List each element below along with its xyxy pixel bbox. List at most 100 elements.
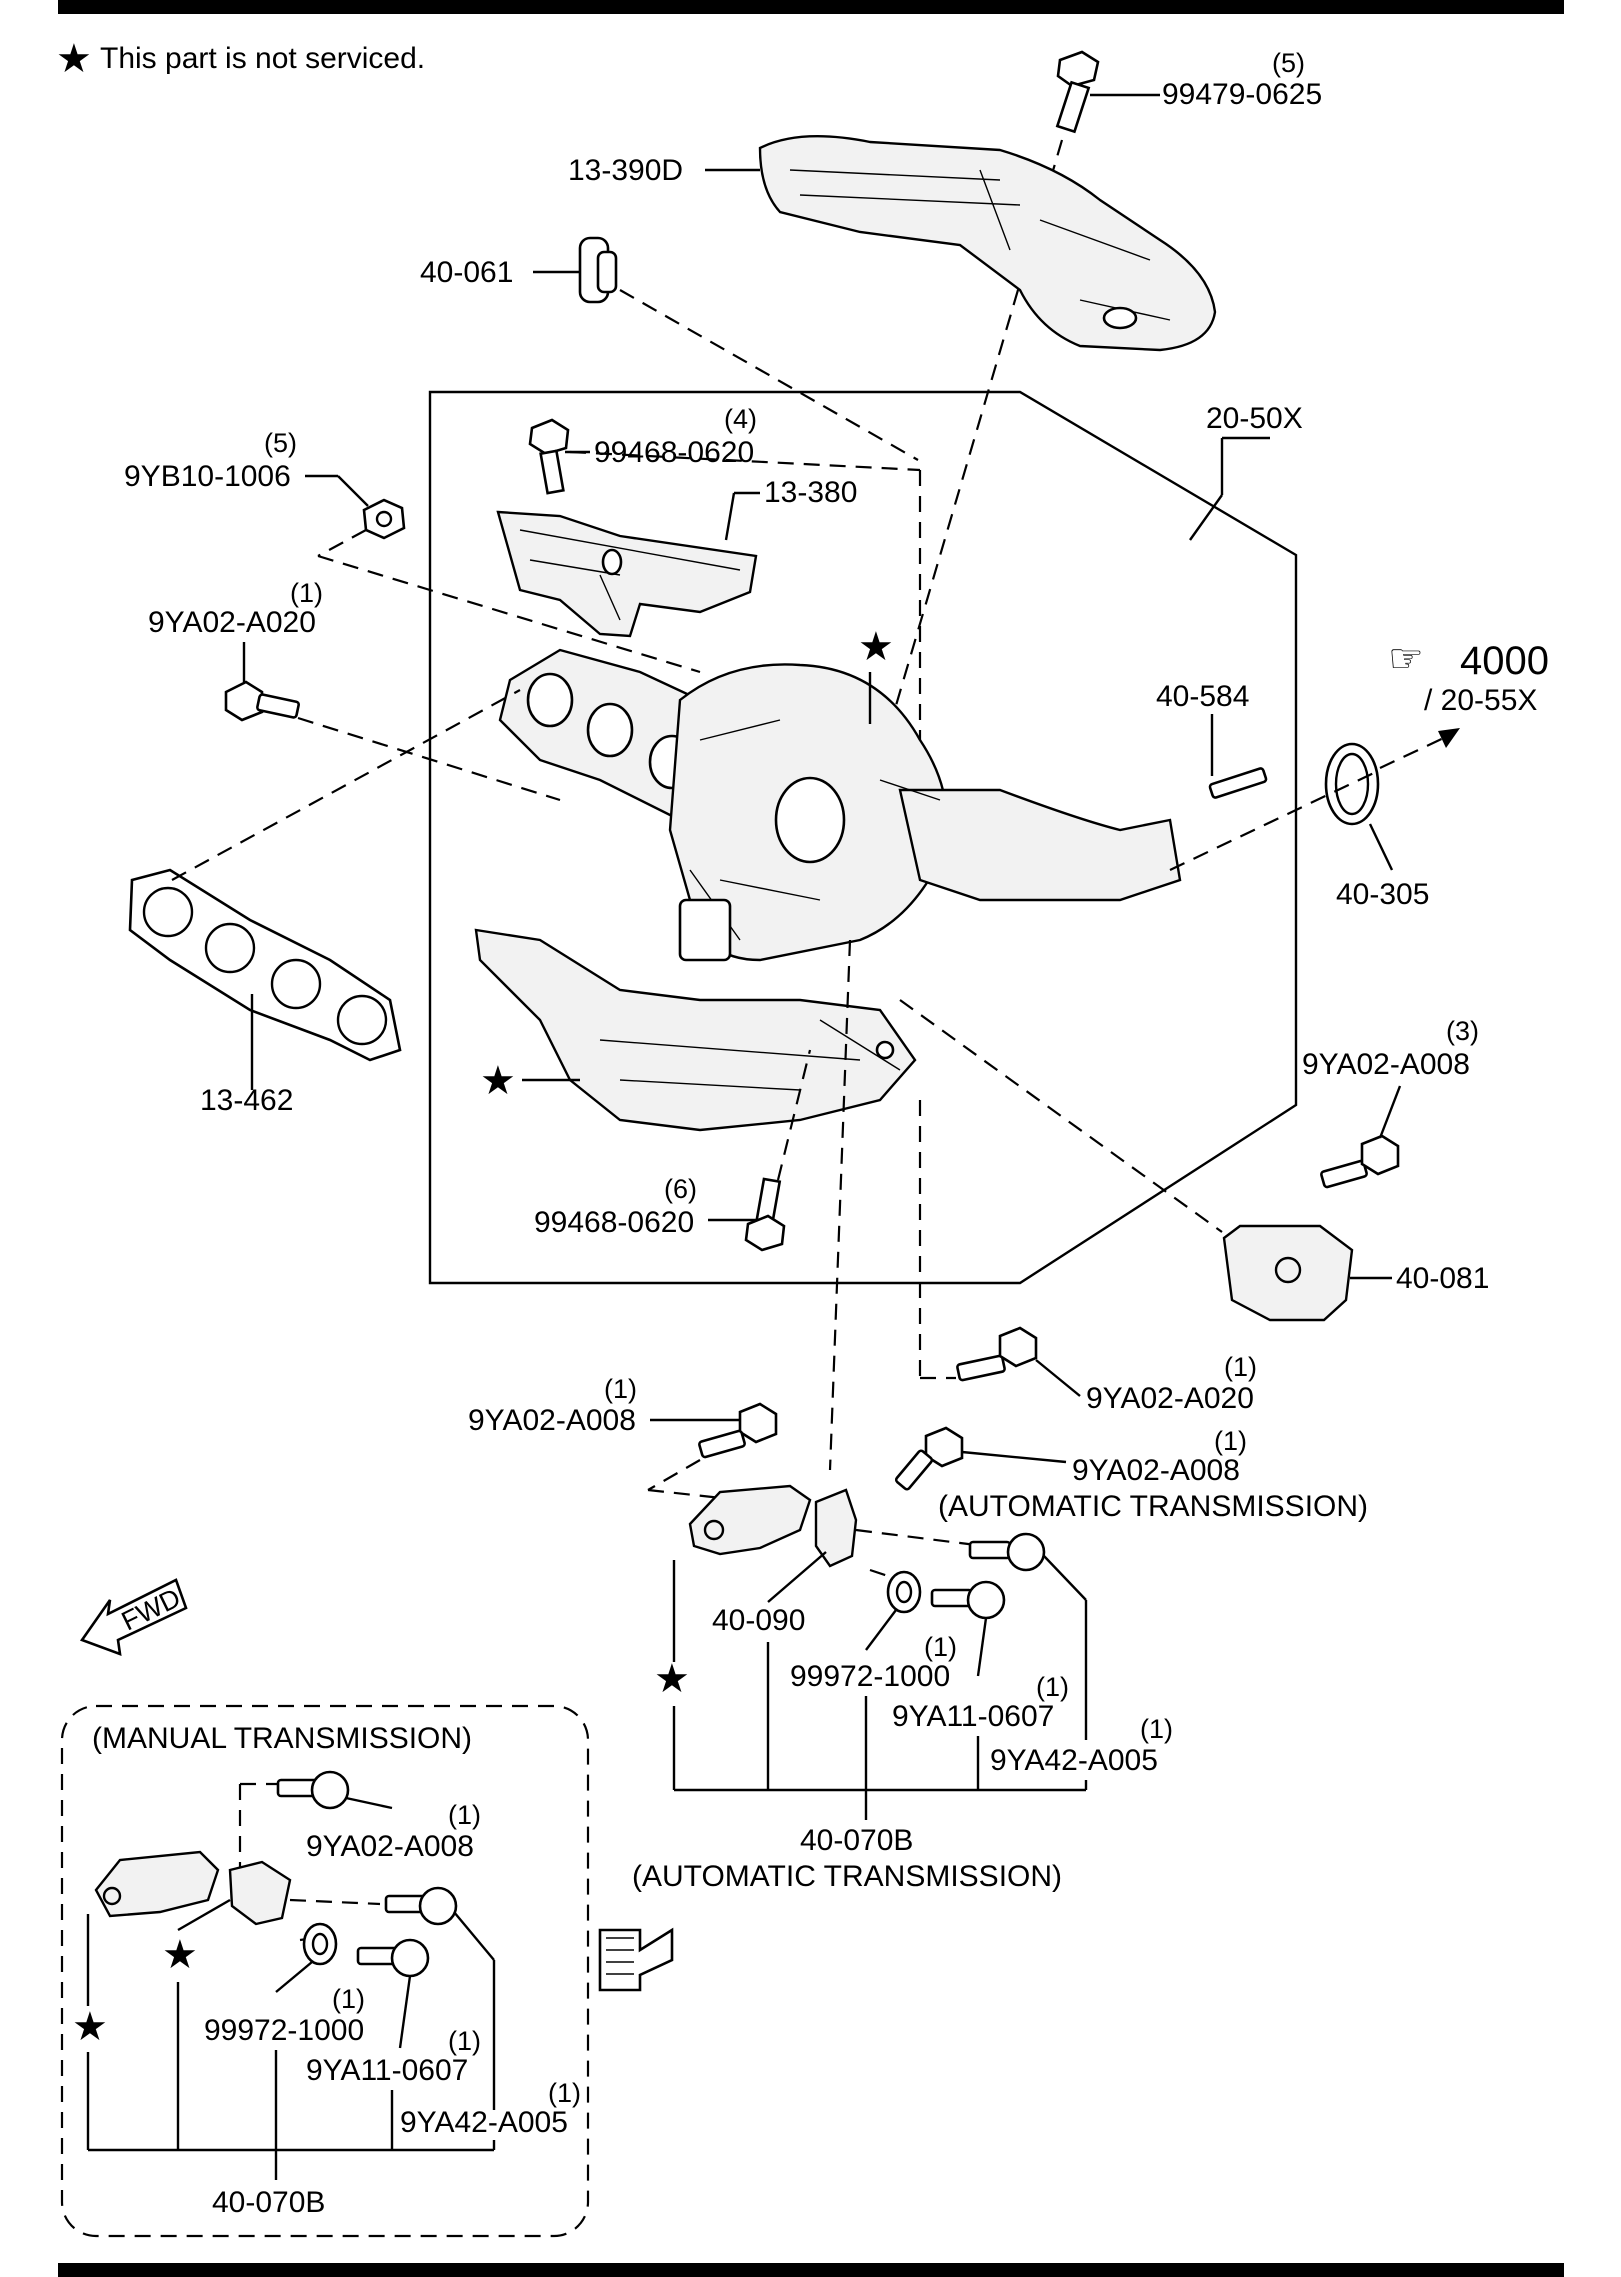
lower-heat-insulator [474,928,917,1132]
heat-insulator-13-390D-detail [789,169,1171,321]
manual-transmission-box [60,1704,590,2238]
converter-outlet [774,776,846,864]
label-40-584: 40-584 [1156,680,1249,713]
bolt-9YA11-0607-man-shape [356,1938,430,1978]
label-9YA02-A020-mid: 9YA02-A020 [1086,1382,1254,1415]
label-9YA42-A005-man: 9YA42-A005 [400,2106,568,2139]
label-99972-1000-man: 99972-1000 [204,2014,364,2047]
bracket-man [228,1860,292,1926]
leader-9YA02-A008-auto [961,1450,1067,1464]
leader-9YA02-A020-mid [1035,1359,1081,1397]
bolt-9YA02-A020-left-shape [224,680,300,722]
bolt-9YA42-A005-man-shape [384,1886,458,1926]
heat-insulator-13-390D [758,135,1217,352]
bolt-9YA02-A008-right-shape [1320,1134,1400,1189]
star-lower-insulator: ★ [480,1059,516,1103]
label-9YA02-A008-man: 9YA02-A008 [306,1830,474,1863]
leader-9YA11-0607-man [398,1975,412,2049]
label-40-061: 40-061 [420,256,513,289]
label-9YA11-0607-man: 9YA11-0607 [306,2054,468,2087]
lower-heat-insulator-detail [599,1019,901,1091]
label-13-390D: 13-390D [568,154,683,187]
dash-mount-vertical [828,939,852,1471]
converter-outlet-pipe [898,788,1182,902]
label-9YA02-A008-right: 9YA02-A008 [1302,1048,1470,1081]
leader-99972-1000-man [275,1961,313,1993]
heat-insulator-13-390D-hole [1102,306,1138,330]
fwd-arrow-icon: FWD [79,1578,188,1656]
bolt-9YA02-A020-mid-shape [956,1326,1038,1382]
qty-99972-1000-man: (1) [332,1984,365,2014]
star-bracket-man: ★ [162,1933,198,1977]
label-9YA02-A008-auto: 9YA02-A008 [1072,1454,1240,1487]
label-9YB10-1006: 9YB10-1006 [124,460,291,493]
leader-13-380-b [724,492,736,541]
qty-9YB10-1006: (5) [264,428,297,458]
label-99468-0620-bot: 99468-0620 [534,1206,694,1239]
dash-99468-0620-bot [776,1049,812,1181]
label-13-380: 13-380 [764,476,857,509]
insulator-40-061-shape [578,236,618,304]
gasket-40-305 [1324,742,1380,826]
label-manual-transmission: (MANUAL TRANSMISSION) [92,1722,472,1755]
label-40-081: 40-081 [1396,1262,1489,1295]
label-13-462: 13-462 [200,1084,293,1117]
nut-9YB10-1006-shape [362,498,406,540]
label-99479-0625: 99479-0625 [1162,78,1322,111]
heat-insulator-13-380-detail [519,529,741,621]
dash-9YB10-1006-b [317,554,701,674]
dash-99468-0620-top [569,450,921,472]
mount-star-auto-hole [703,1519,725,1541]
dash-13-462 [171,689,521,881]
qty-99972-1000-auto: (1) [924,1632,957,1662]
heat-insulator-13-380 [496,510,758,638]
gasket-40-305-inner [1334,752,1370,816]
bracket-40-081-hole [1274,1256,1302,1284]
qty-9YA02-A008-midleft: (1) [604,1374,637,1404]
ref-hand-icon: ☞ [1388,637,1424,681]
label-automatic-transmission-2: (AUTOMATIC TRANSMISSION) [632,1860,1062,1893]
qty-9YA42-A005-man: (1) [548,2078,581,2108]
qty-99468-0620-bot: (6) [664,1174,697,1204]
ref-20-55X: / 20-55X [1424,684,1537,717]
qty-9YA02-A008-auto: (1) [1214,1426,1247,1456]
dash-40-081 [899,999,1223,1233]
assembly-20-50X-frame [428,390,1298,1285]
qty-9YA02-A008-right: (3) [1446,1016,1479,1046]
star-mount-auto: ★ [654,1657,690,1701]
bolt-99468-0620-bot-shape [744,1177,786,1252]
bolt-9YA02-A008-man-shape [276,1770,350,1810]
converter-detail [689,719,941,941]
top-border-bar [58,0,1564,14]
gasket-13-462-ring-2 [204,922,256,974]
svg-text:FWD: FWD [117,1583,185,1637]
label-9YA02-A020-left: 9YA02-A020 [148,606,316,639]
bolt-9YA02-A008-auto-shape [894,1426,964,1491]
orientation-arrow-icon [598,1927,674,1992]
manifold-port-1 [526,672,574,728]
qty-99479-0625: (5) [1272,48,1305,78]
dash-40-061 [619,289,919,461]
dash-40-305 [1169,769,1381,871]
label-automatic-transmission-1: (AUTOMATIC TRANSMISSION) [938,1490,1368,1523]
qty-9YA02-A020-mid: (1) [1224,1352,1257,1382]
dash-bracket-man [289,1898,381,1906]
label-9YA11-0607-auto: 9YA11-0607 [892,1700,1054,1733]
label-40-305: 40-305 [1336,878,1429,911]
leader-9YB10-1006-b [337,475,369,507]
leader-20-50X-diag2 [1189,494,1223,541]
label-99972-1000-auto: 99972-1000 [790,1660,950,1693]
qty-9YA02-A020-left: (1) [290,578,323,608]
leader-9YA42-A005-auto [1043,1555,1087,1601]
leader-99972-1000-auto [865,1609,897,1651]
label-99468-0620-top: 99468-0620 [594,436,754,469]
dash-9YA02-A020-left [297,716,561,802]
qty-9YA11-0607-man: (1) [448,2026,481,2056]
dash-9YB10-1006 [317,529,367,557]
nut-9YB10-1006-hole [375,510,393,528]
washer-99972-1000-man-shape [302,1922,338,1966]
label-9YA42-A005-auto: 9YA42-A005 [990,1744,1158,1777]
label-9YA02-A008-midleft: 9YA02-A008 [468,1404,636,1437]
label-40-090: 40-090 [712,1604,805,1637]
